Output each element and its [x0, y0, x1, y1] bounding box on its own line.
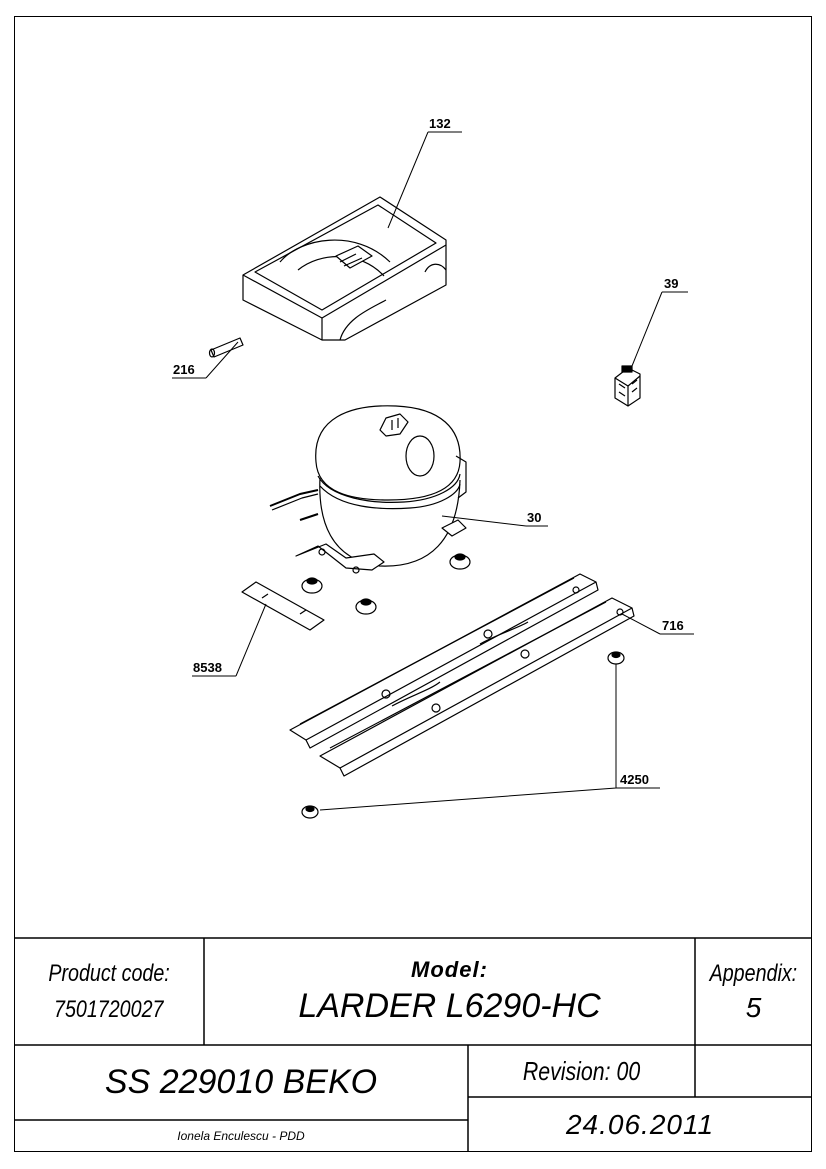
revision-text: Revision: 00 [522, 1055, 641, 1086]
plate-part [241, 581, 325, 631]
leader-lines [172, 131, 694, 811]
product-code-label: Product code: [48, 959, 170, 987]
appendix-cell: Appendix: 5 [695, 938, 812, 1045]
date-text: 24.06.2011 [565, 1108, 715, 1140]
date-cell: 24.06.2011 [468, 1097, 812, 1152]
grommet-parts [301, 553, 471, 615]
author-cell: Ionela Enculescu - PDD [14, 1120, 468, 1152]
part-label-30: 30 [527, 510, 541, 525]
author-text: Ionela Enculescu - PDD [177, 1129, 305, 1143]
washer-parts [301, 651, 625, 819]
cover-tray-part [242, 196, 447, 341]
base-rail-part [289, 573, 635, 777]
compressor-part [269, 405, 467, 574]
model-value: LARDER L6290-HC [298, 986, 601, 1025]
title-block-grid [14, 937, 812, 1152]
part-number-labels: 132 39 216 30 716 8538 4250 [173, 116, 684, 787]
part-label-8538: 8538 [193, 660, 222, 675]
document-number: SS 229010 BEKO [104, 1063, 378, 1101]
model-label: Model: [411, 956, 488, 982]
relay-part [614, 365, 641, 407]
part-label-39: 39 [664, 276, 678, 291]
appendix-value: 5 [745, 991, 762, 1023]
part-label-216: 216 [173, 362, 195, 377]
revision-cell: Revision: 00 [468, 1045, 695, 1097]
product-code-value: 7501720027 [54, 995, 164, 1023]
pin-part [208, 337, 244, 358]
model-cell: Model: LARDER L6290-HC [204, 938, 695, 1045]
appendix-label: Appendix: [709, 959, 798, 987]
drawing-frame [14, 16, 812, 1152]
product-code-cell: Product code: 7501720027 [14, 938, 204, 1045]
part-label-4250: 4250 [620, 772, 649, 787]
document-cell: SS 229010 BEKO [14, 1045, 468, 1120]
part-label-132: 132 [429, 116, 451, 131]
part-label-716: 716 [662, 618, 684, 633]
